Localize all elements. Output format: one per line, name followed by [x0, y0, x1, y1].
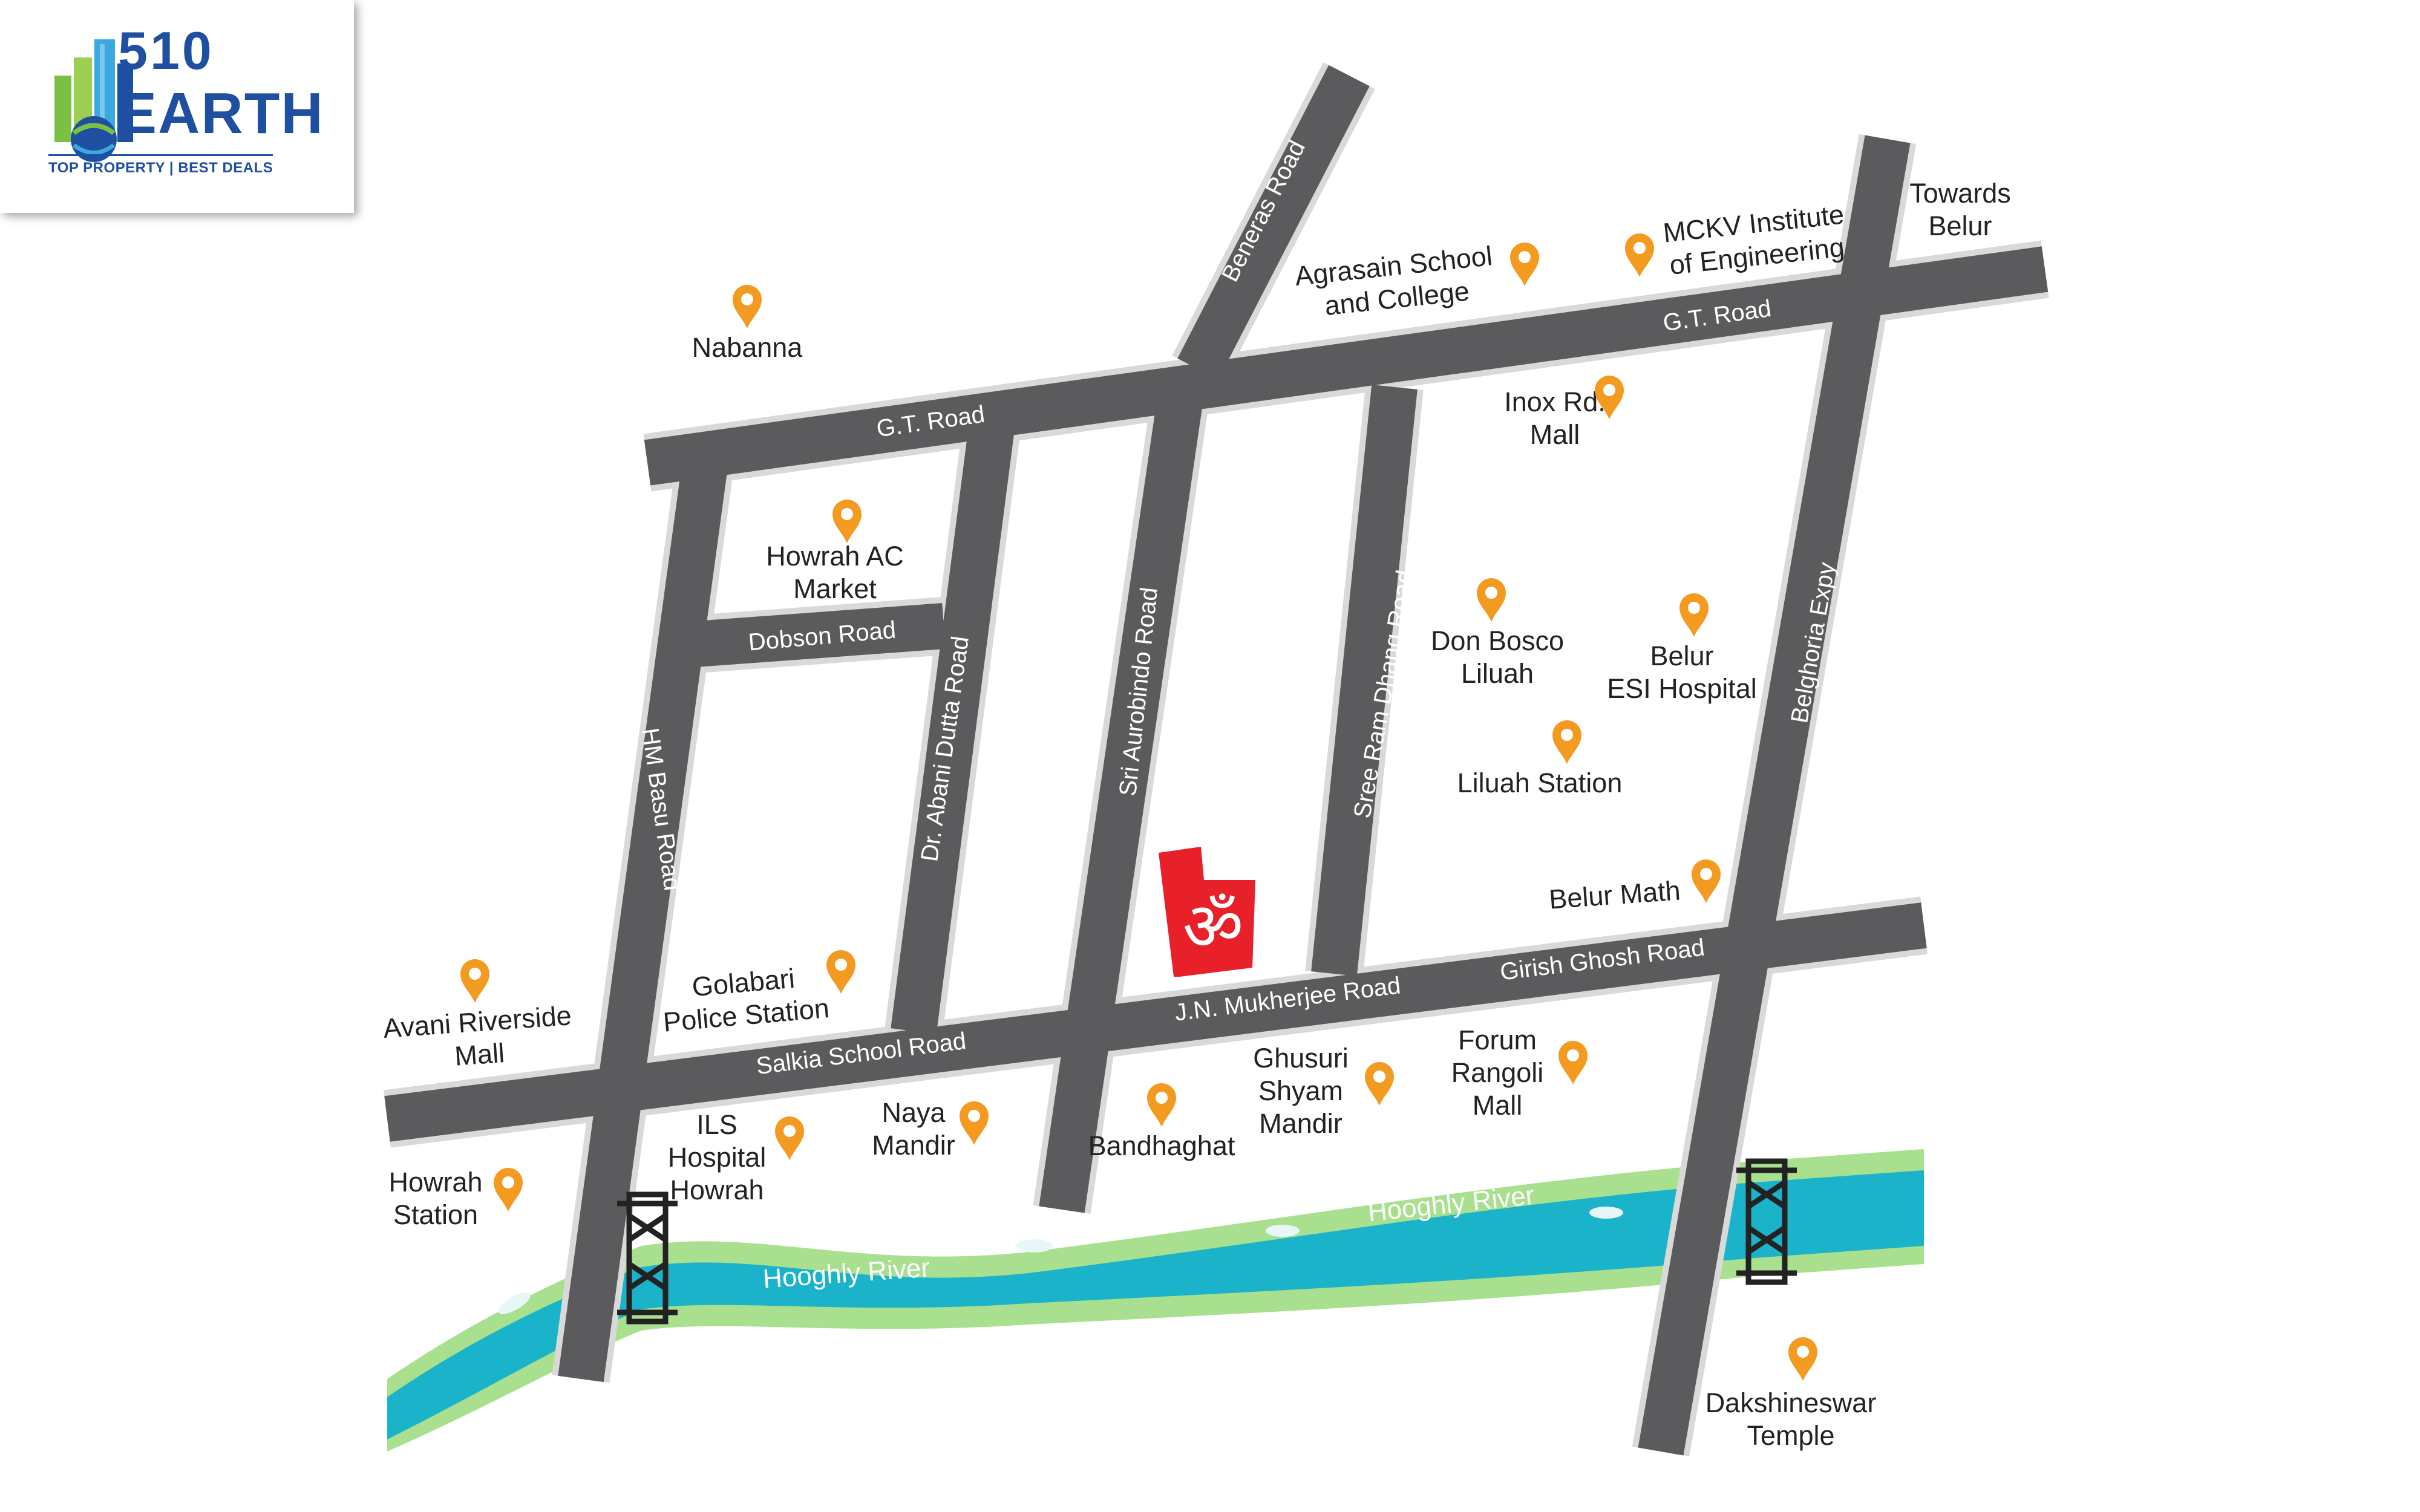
place-label-line: Belur: [1928, 210, 1992, 241]
place-label-line: Belur: [1650, 640, 1713, 671]
brand-logo-card: 510 EARTH TOP PROPERTY | BEST DEALS: [0, 0, 354, 213]
place-label-line: Liluah Station: [1457, 767, 1623, 798]
brand-number: 510: [118, 21, 214, 80]
brand-word: EARTH: [118, 81, 324, 146]
map-pin-icon: [733, 285, 762, 328]
place-label-line: Howrah: [670, 1175, 764, 1205]
bridge-west-icon: [617, 1191, 678, 1325]
place-label-line: Howrah AC: [766, 541, 904, 572]
map-pin-icon: [1692, 859, 1721, 903]
boat-icon: [498, 1207, 1623, 1314]
place-label-line: Dakshineswar: [1705, 1387, 1877, 1418]
map-pin-icon: [1510, 243, 1539, 286]
map-pin-icon: [1595, 376, 1624, 419]
place-label-line: Bandhaghat: [1088, 1130, 1235, 1161]
place-label-line: Howrah: [388, 1167, 482, 1198]
map-pin-icon: [1365, 1062, 1394, 1106]
map-pin-icon: [1552, 720, 1581, 764]
place-label-line: Temple: [1747, 1420, 1834, 1451]
map-pin-icon: [1558, 1041, 1588, 1084]
place-label-bandhaghat: Bandhaghat: [1088, 1130, 1235, 1161]
place-label-line: Shyam: [1258, 1075, 1343, 1106]
place-label-line: Station: [393, 1199, 478, 1230]
roads: [384, 62, 2049, 1457]
place-label-agrasain: Agrasain Schooland College: [1293, 240, 1497, 324]
svg-text:ॐ: ॐ: [1183, 888, 1243, 965]
place-label-mckv: MCKV Instituteof Engineering: [1661, 199, 1848, 281]
map-pin-icon: [460, 959, 489, 1003]
place-label-line: Mall: [1530, 419, 1580, 450]
map-pin-icon: [1679, 593, 1709, 637]
map-pin-icon: [1788, 1337, 1817, 1381]
place-label-line: Naya: [881, 1097, 946, 1128]
place-label-liluah-station: Liluah Station: [1457, 767, 1623, 798]
place-label-inox: Inox Rd.Mall: [1504, 386, 1606, 450]
place-label-line: Towards: [1909, 178, 2011, 209]
place-label-golabari: GolabariPolice Station: [659, 960, 830, 1038]
place-label-line: Forum: [1458, 1025, 1537, 1055]
place-label-line: Nabanna: [692, 332, 803, 363]
map-pin-icon: [960, 1101, 989, 1145]
place-label-line: Inox Rd.: [1504, 386, 1606, 417]
map-pin-icon: [1625, 233, 1654, 277]
place-label-line: Ghusuri: [1253, 1043, 1349, 1074]
location-pins: [460, 233, 1817, 1381]
project-location-marker-icon: ॐ: [1159, 847, 1255, 977]
place-label-line: Mall: [454, 1037, 506, 1072]
place-label-line: Market: [793, 573, 877, 604]
hooghly-river: [387, 1149, 1924, 1452]
place-label-line: Mandir: [872, 1130, 955, 1161]
map-pin-icon: [826, 950, 855, 994]
place-label-line: Belur Math: [1548, 875, 1682, 915]
place-label-belur-math: Belur Math: [1548, 875, 1682, 915]
place-label-line: Hospital: [668, 1142, 767, 1173]
place-label-avani: Avani RiversideMall: [382, 1000, 575, 1076]
place-label-line: Police Station: [662, 992, 831, 1038]
place-label-line: Avani Riverside: [382, 1000, 573, 1044]
place-label-line: ESI Hospital: [1607, 673, 1757, 704]
place-label-line: Rangoli: [1451, 1057, 1544, 1088]
place-label-line: ILS: [696, 1109, 737, 1140]
map-pin-icon: [1477, 578, 1506, 622]
place-label-line: Mall: [1473, 1090, 1523, 1121]
place-label-line: Mandir: [1259, 1108, 1342, 1139]
city-globe-logo-icon: [54, 39, 133, 162]
place-label-line: Liluah: [1461, 658, 1534, 689]
map-pin-icon: [1147, 1083, 1176, 1127]
place-label-line: Don Bosco: [1431, 625, 1564, 656]
brand-tagline: TOP PROPERTY | BEST DEALS: [48, 154, 273, 177]
map-pin-icon: [832, 500, 862, 543]
bridge-east-icon: [1736, 1158, 1797, 1285]
map-pin-icon: [775, 1116, 804, 1160]
place-label-nabanna: Nabanna: [692, 332, 803, 363]
map-pin-icon: [494, 1168, 523, 1211]
